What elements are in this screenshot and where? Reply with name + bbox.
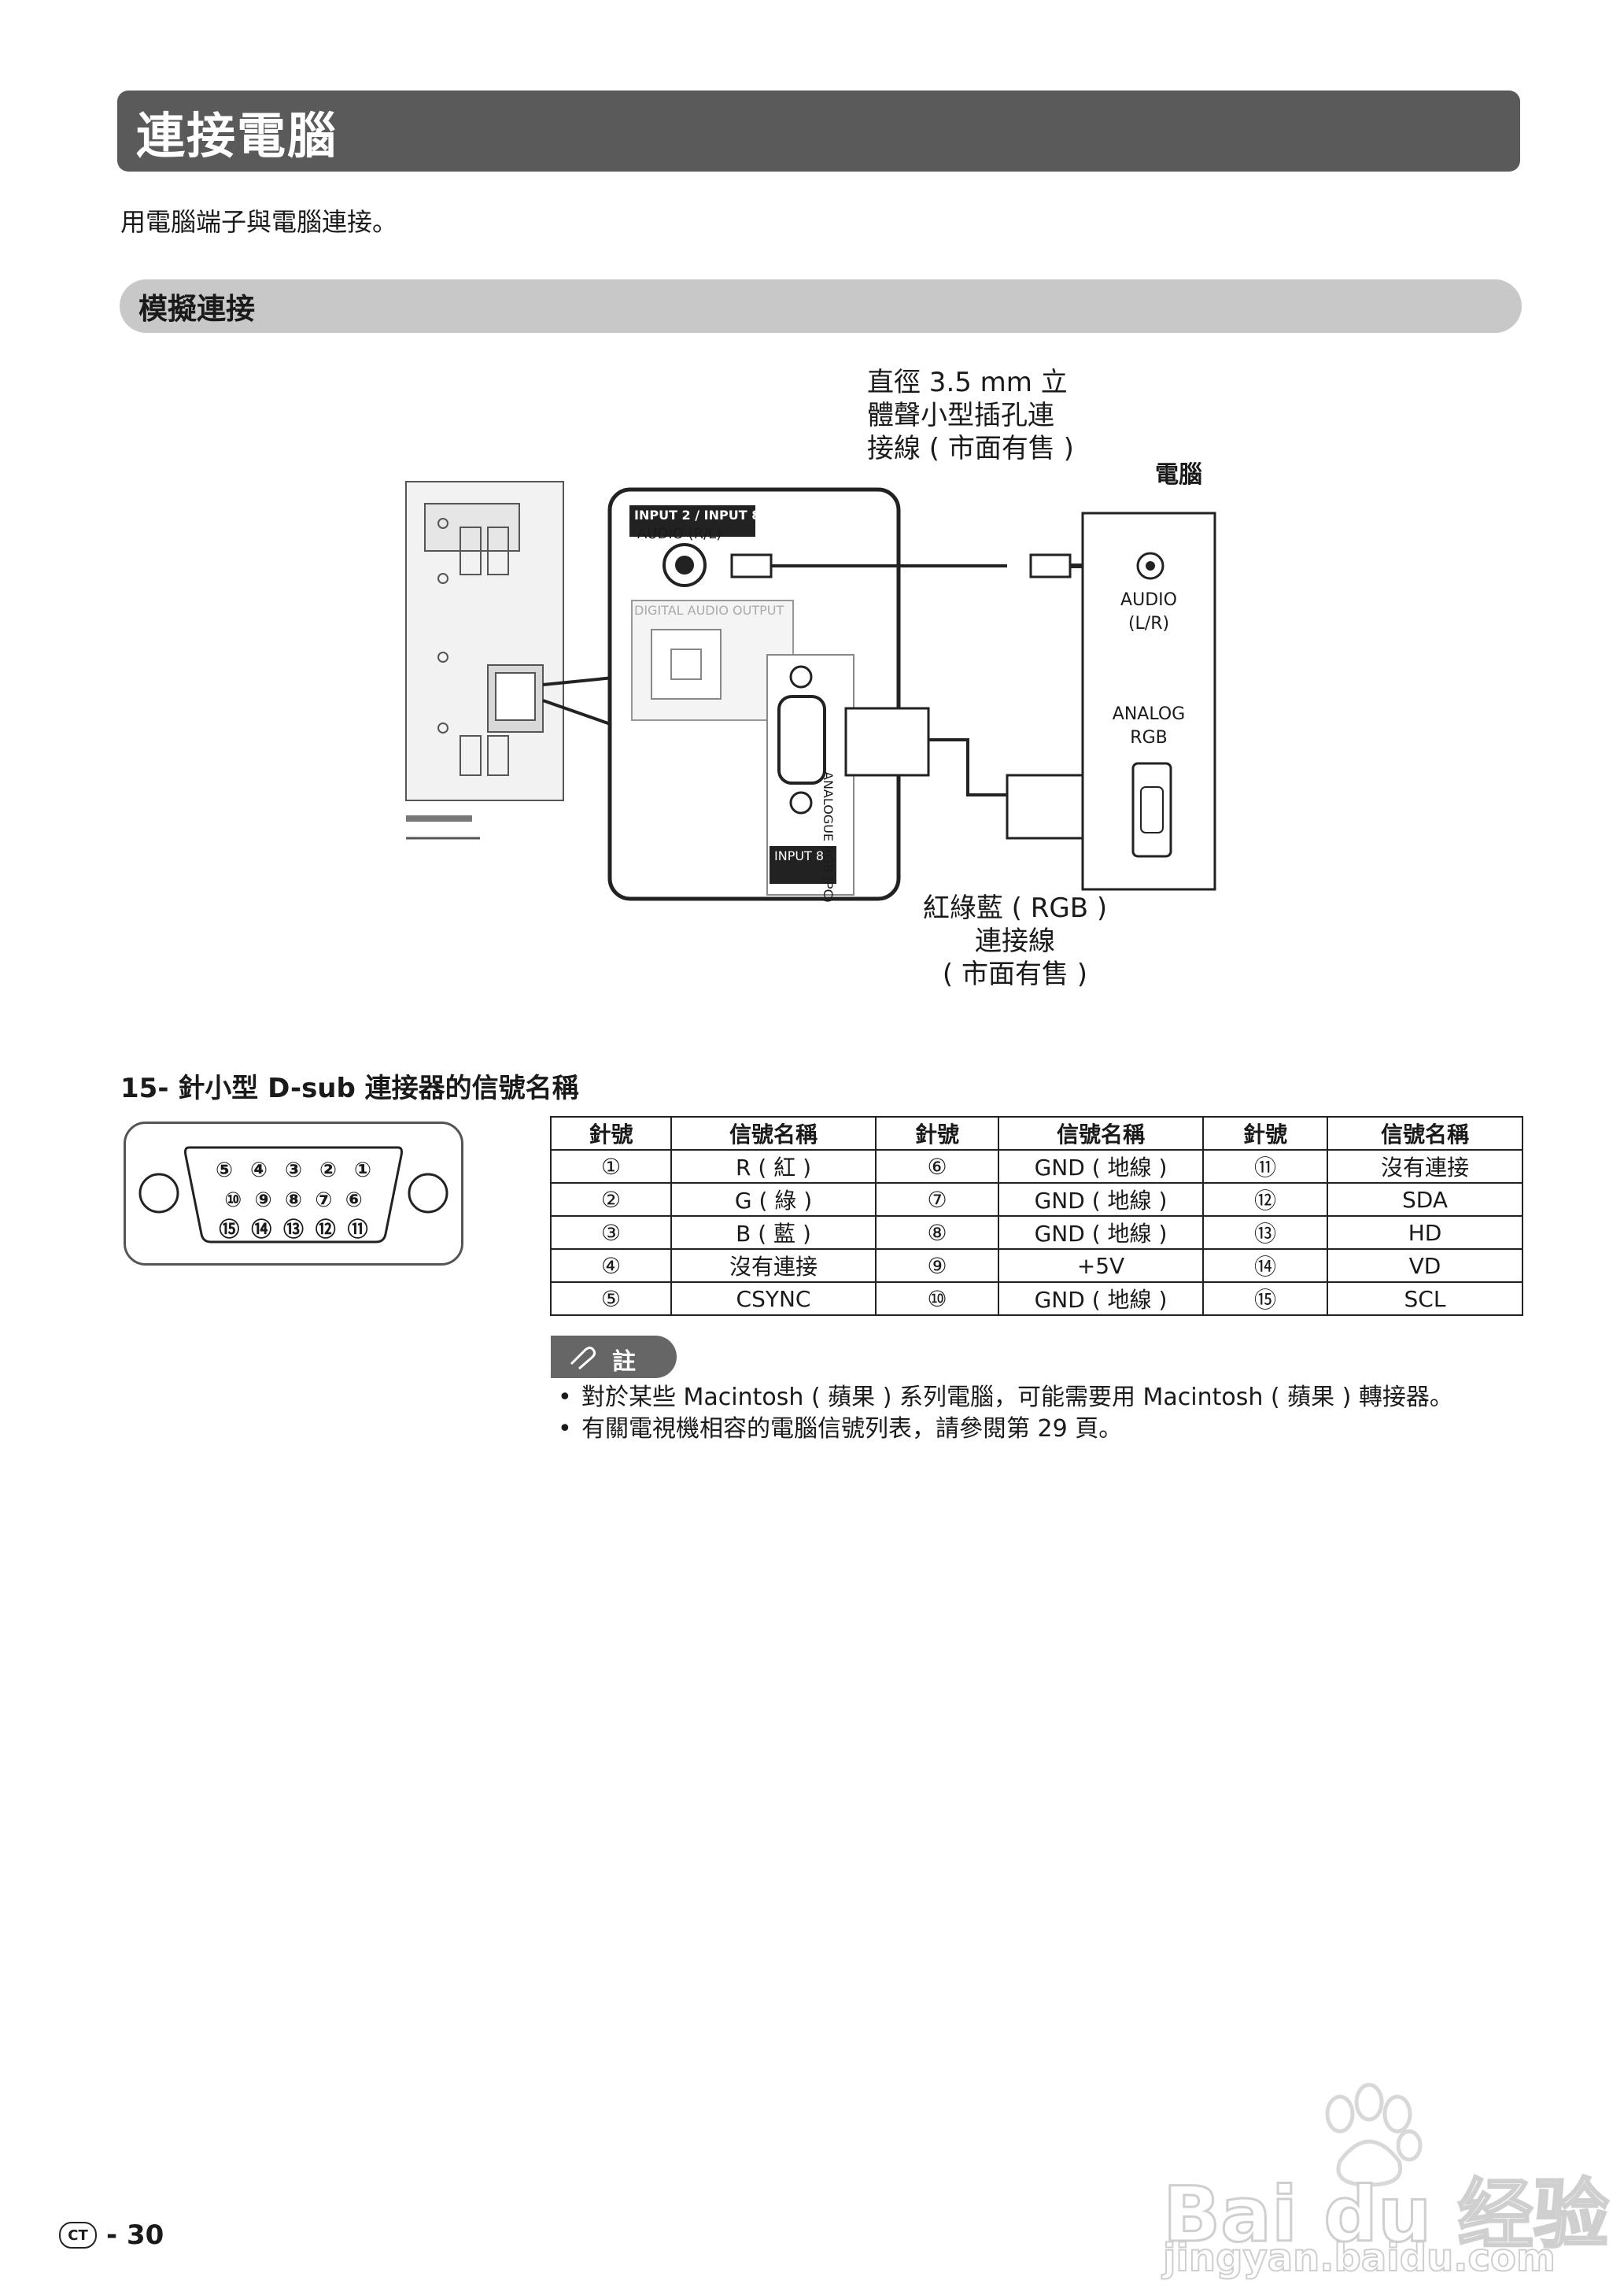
table-cell: ③ <box>550 1215 672 1250</box>
pc-audio-label: AUDIO (L/R) <box>1120 590 1177 634</box>
table-cell: ② <box>550 1182 672 1217</box>
note-tab: 註 <box>551 1336 677 1378</box>
pin-label: ⑩ <box>224 1188 242 1212</box>
table-header-cell: 信號名稱 <box>1327 1116 1523 1151</box>
audio-cable-label: 直徑 3.5 mm 立 體聲小型插孔連 接線 ( 市面有售 ) <box>867 367 1074 464</box>
table-cell: GND ( 地線 ) <box>998 1281 1204 1316</box>
rgb-plug-left-icon <box>844 707 930 777</box>
table-cell: ① <box>550 1149 672 1184</box>
lang-badge: CT <box>59 2222 97 2249</box>
section-title: 模擬連接 <box>138 292 255 326</box>
pin-label: ⑦ <box>315 1188 333 1212</box>
pin-label: ⑭ <box>251 1218 272 1242</box>
paperclip-icon <box>570 1347 596 1370</box>
table-row: ② G ( 綠 ) ⑦ GND ( 地線 ) ⑫ SDA <box>550 1182 1523 1217</box>
table-cell: ⑩ <box>875 1281 999 1316</box>
section-bar: 模擬連接 <box>120 279 1522 333</box>
note-item: 有關電視機相容的電腦信號列表，請參閱第 29 頁。 <box>553 1414 1453 1445</box>
pin-label: ⑬ <box>282 1218 304 1242</box>
table-cell: SDA <box>1327 1182 1523 1217</box>
panel-input-label: INPUT 2 / INPUT 8 <box>634 508 761 523</box>
pin-label: ⑮ <box>219 1218 240 1242</box>
rgb-cable-label: 紅綠藍 ( RGB ) 連接線 ( 市面有售 ) <box>922 893 1108 990</box>
note-list: 對於某些 Macintosh ( 蘋果 ) 系列電腦，可能需要用 Macinto… <box>553 1382 1453 1445</box>
table-cell: ⑤ <box>550 1281 672 1316</box>
dsub-connector-illustration: ⑤ ④ ③ ② ① ⑩ ⑨ ⑧ ⑦ ⑥ ⑮ ⑭ ⑬ ⑫ ⑪ <box>124 1122 463 1266</box>
panel-digital-label: DIGITAL AUDIO OUTPUT <box>634 603 784 618</box>
table-row: ③ B ( 藍 ) ⑧ GND ( 地線 ) ⑬ HD <box>550 1215 1523 1250</box>
table-cell: ⑪ <box>1202 1149 1328 1184</box>
intro-text: 用電腦端子與電腦連接。 <box>120 207 398 237</box>
pin-label: ⑧ <box>284 1188 302 1212</box>
note-label: 註 <box>612 1348 636 1376</box>
table-cell: ⑧ <box>875 1215 999 1250</box>
table-cell: G ( 綠 ) <box>670 1182 877 1217</box>
baidu-paw-logo <box>1325 2082 1423 2187</box>
table-cell: CSYNC <box>670 1281 877 1316</box>
table-cell: B ( 藍 ) <box>670 1215 877 1250</box>
pin-label: ④ <box>249 1159 268 1182</box>
pin-label: ⑨ <box>254 1188 272 1212</box>
page-number: - 30 <box>106 2219 164 2251</box>
table-row: ④ 沒有連接 ⑨ +5V ⑭ VD <box>550 1248 1523 1283</box>
table-header-row: 針號 信號名稱 針號 信號名稱 針號 信號名稱 <box>550 1116 1523 1151</box>
page-title-bar: 連接電腦 <box>117 91 1520 172</box>
table-cell: ⑥ <box>875 1149 999 1184</box>
pin-label: ① <box>353 1159 371 1182</box>
table-cell: ⑦ <box>875 1182 999 1217</box>
signal-table: 針號 信號名稱 針號 信號名稱 針號 信號名稱 ① R ( 紅 ) ⑥ GND … <box>550 1116 1523 1316</box>
pin-label: ⑤ <box>215 1159 233 1182</box>
table-cell: ⑬ <box>1202 1215 1328 1250</box>
watermark-url: jingyan.baidu.com <box>1162 2235 1556 2281</box>
rgb-plug-right-icon <box>1006 774 1091 840</box>
page-footer: CT - 30 <box>59 2219 164 2251</box>
table-cell: ④ <box>550 1248 672 1283</box>
table-row: ⑤ CSYNC ⑩ GND ( 地線 ) ⑮ SCL <box>550 1281 1523 1316</box>
table-cell: HD <box>1327 1215 1523 1250</box>
table-header-cell: 針號 <box>550 1116 672 1151</box>
page-title: 連接電腦 <box>136 106 338 164</box>
pc-rgb-label: ANALOG RGB <box>1112 704 1186 748</box>
pin-label: ⑫ <box>315 1218 336 1242</box>
audio-plug-right-icon <box>1029 553 1072 578</box>
connection-diagram <box>405 481 1216 901</box>
table-cell: SCL <box>1327 1281 1523 1316</box>
panel-audio-label: AUDIO (R/L) <box>637 526 722 542</box>
table-cell: VD <box>1327 1248 1523 1283</box>
pin-section-title: 15- 針小型 D-sub 連接器的信號名稱 <box>120 1073 579 1104</box>
table-cell: ⑨ <box>875 1248 999 1283</box>
table-cell: GND ( 地線 ) <box>998 1215 1204 1250</box>
panel-rgb-label: ANALOGUE RGB (PC) <box>821 771 836 903</box>
tv-back-illustration <box>405 481 564 840</box>
panel-input8-label: INPUT 8 <box>774 848 825 863</box>
audio-plug-left-icon <box>730 553 773 578</box>
table-header-cell: 針號 <box>1202 1116 1328 1151</box>
pin-label: ③ <box>284 1159 302 1182</box>
table-cell: 沒有連接 <box>1327 1149 1523 1184</box>
table-cell: R ( 紅 ) <box>670 1149 877 1184</box>
vga-port-icon <box>777 695 826 785</box>
table-cell: GND ( 地線 ) <box>998 1182 1204 1217</box>
table-header-cell: 針號 <box>875 1116 999 1151</box>
watermark-brand: Bai du 经验 <box>1162 2170 1611 2260</box>
table-cell: 沒有連接 <box>670 1248 877 1283</box>
table-cell: ⑭ <box>1202 1248 1328 1283</box>
table-header-cell: 信號名稱 <box>670 1116 877 1151</box>
table-cell: ⑮ <box>1202 1281 1328 1316</box>
table-row: ① R ( 紅 ) ⑥ GND ( 地線 ) ⑪ 沒有連接 <box>550 1149 1523 1184</box>
pin-label: ⑥ <box>345 1188 363 1212</box>
table-cell: ⑫ <box>1202 1182 1328 1217</box>
table-cell: +5V <box>998 1248 1204 1283</box>
note-item: 對於某些 Macintosh ( 蘋果 ) 系列電腦，可能需要用 Macinto… <box>553 1382 1453 1414</box>
baidu-watermark: Bai du 经验 jingyan.baidu.com <box>1162 2067 1610 2281</box>
table-cell: GND ( 地線 ) <box>998 1149 1204 1184</box>
pin-label: ② <box>319 1159 337 1182</box>
pin-label: ⑪ <box>347 1218 368 1242</box>
table-header-cell: 信號名稱 <box>998 1116 1204 1151</box>
computer-label: 電腦 <box>1155 461 1202 489</box>
